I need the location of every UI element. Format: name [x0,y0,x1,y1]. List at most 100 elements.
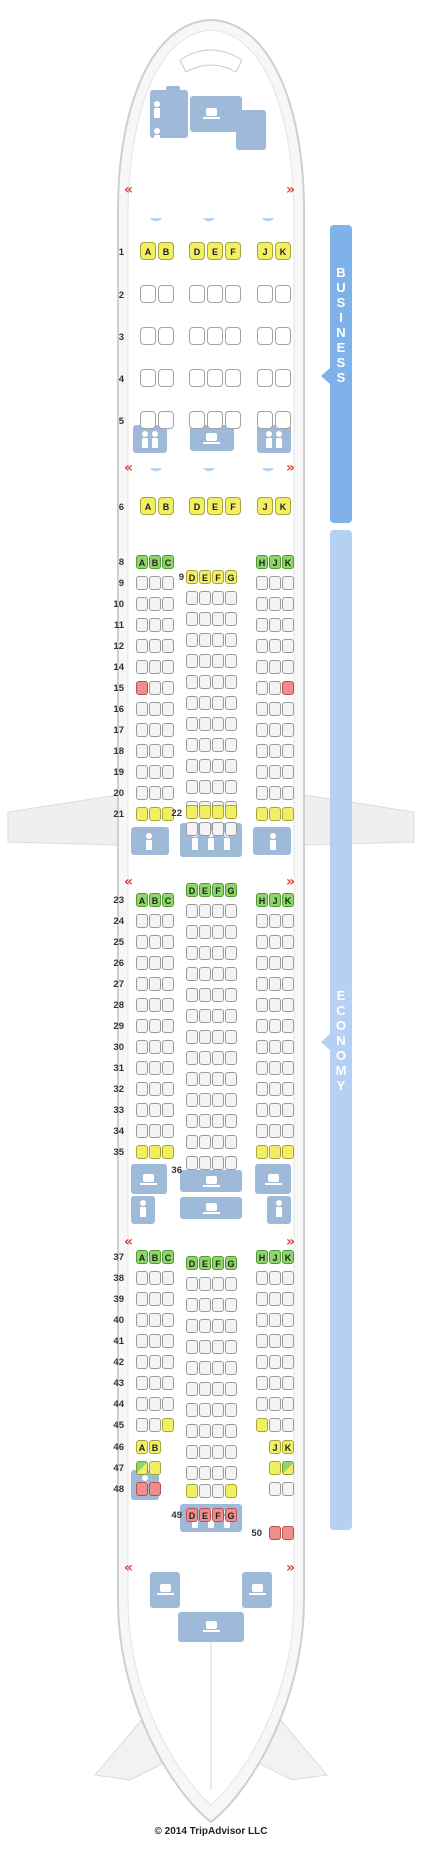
seat-52[interactable] [225,411,241,429]
seat-30[interactable] [140,327,156,345]
seat-24C[interactable] [162,914,174,928]
seat-22-E[interactable] [199,805,211,819]
seat-38C[interactable] [162,1271,174,1285]
seat-c3-7-D[interactable] [186,1403,198,1417]
seat-c2-2-G[interactable] [225,925,237,939]
seat-9B[interactable] [149,576,161,590]
seat-31A[interactable] [136,1061,148,1075]
seat-41B[interactable] [149,1334,161,1348]
seat-26J[interactable] [269,956,281,970]
seat-40H[interactable] [256,1313,268,1327]
seat-c1-3-D[interactable] [186,633,198,647]
seat-c1-3-F[interactable] [212,633,224,647]
seat-25J[interactable] [269,935,281,949]
seat-c2-6-F[interactable] [212,1009,224,1023]
seat-42J[interactable] [269,1355,281,1369]
seat-c1-5-D[interactable] [186,675,198,689]
seat-c2-9-E[interactable] [199,1072,211,1086]
seat-6A[interactable]: A [140,497,156,515]
seat-c48-G[interactable] [225,1484,237,1498]
seat-32H[interactable] [256,1082,268,1096]
seat-c48-D[interactable] [186,1484,198,1498]
seat-32K[interactable] [282,1082,294,1096]
seat-43H[interactable] [256,1376,268,1390]
seat-30K[interactable] [282,1040,294,1054]
seat-15B[interactable] [149,681,161,695]
seat-c1-10-D[interactable] [186,780,198,794]
seat-c3-8-E[interactable] [199,1424,211,1438]
seat-38B[interactable] [149,1271,161,1285]
seat-41[interactable] [158,369,174,387]
seat-34H[interactable] [256,1124,268,1138]
seat-49-G[interactable]: G [225,1508,237,1522]
seat-33J[interactable] [269,1103,281,1117]
seat-10A[interactable] [136,597,148,611]
seat-29B[interactable] [149,1019,161,1033]
seat-51[interactable] [207,411,223,429]
seat-51[interactable] [275,411,291,429]
seat-c3-10-D[interactable] [186,1466,198,1480]
seat-37c-D[interactable]: D [186,1256,198,1270]
seat-40[interactable] [257,369,273,387]
seat-c1-4-D[interactable] [186,654,198,668]
seat-46K[interactable]: K [282,1440,294,1454]
seat-23A[interactable]: A [136,893,148,907]
seat-c1-1-E[interactable] [199,591,211,605]
seat-c2-5-F[interactable] [212,988,224,1002]
seat-47J[interactable] [269,1461,281,1475]
seat-c1-12-G[interactable] [225,822,237,836]
seat-c1-8-G[interactable] [225,738,237,752]
seat-17B[interactable] [149,723,161,737]
seat-44C[interactable] [162,1397,174,1411]
seat-c2-2-D[interactable] [186,925,198,939]
seat-35K[interactable] [282,1145,294,1159]
seat-45K[interactable] [282,1418,294,1432]
seat-c2-9-D[interactable] [186,1072,198,1086]
seat-11K[interactable] [282,618,294,632]
seat-c1-3-G[interactable] [225,633,237,647]
seat-24K[interactable] [282,914,294,928]
seat-8A[interactable]: A [136,555,148,569]
seat-12C[interactable] [162,639,174,653]
seat-49-E[interactable]: E [199,1508,211,1522]
seat-39J[interactable] [269,1292,281,1306]
seat-32B[interactable] [149,1082,161,1096]
seat-40K[interactable] [282,1313,294,1327]
seat-c2-3-G[interactable] [225,946,237,960]
seat-42A[interactable] [136,1355,148,1369]
seat-c2-2-F[interactable] [212,925,224,939]
seat-29C[interactable] [162,1019,174,1033]
seat-11H[interactable] [256,618,268,632]
seat-c3-5-G[interactable] [225,1361,237,1375]
seat-c1-4-G[interactable] [225,654,237,668]
seat-c3-8-F[interactable] [212,1424,224,1438]
seat-c2-8-D[interactable] [186,1051,198,1065]
seat-41[interactable] [275,369,291,387]
seat-c1-2-G[interactable] [225,612,237,626]
seat-31C[interactable] [162,1061,174,1075]
seat-26K[interactable] [282,956,294,970]
seat-21C[interactable] [162,807,174,821]
seat-37B[interactable]: B [149,1250,161,1264]
seat-39H[interactable] [256,1292,268,1306]
seat-c2-11-F[interactable] [212,1114,224,1128]
seat-c3-10-E[interactable] [199,1466,211,1480]
seat-18B[interactable] [149,744,161,758]
seat-19K[interactable] [282,765,294,779]
seat-c3-7-G[interactable] [225,1403,237,1417]
seat-44J[interactable] [269,1397,281,1411]
seat-24J[interactable] [269,914,281,928]
seat-28H[interactable] [256,998,268,1012]
seat-32C[interactable] [162,1082,174,1096]
seat-9-D[interactable]: D [186,570,198,584]
seat-c1-10-E[interactable] [199,780,211,794]
seat-c2-3-E[interactable] [199,946,211,960]
seat-14J[interactable] [269,660,281,674]
seat-41J[interactable] [269,1334,281,1348]
seat-c1-3-E[interactable] [199,633,211,647]
seat-c1-4-F[interactable] [212,654,224,668]
seat-32J[interactable] [269,1082,281,1096]
seat-39A[interactable] [136,1292,148,1306]
seat-12A[interactable] [136,639,148,653]
seat-25B[interactable] [149,935,161,949]
